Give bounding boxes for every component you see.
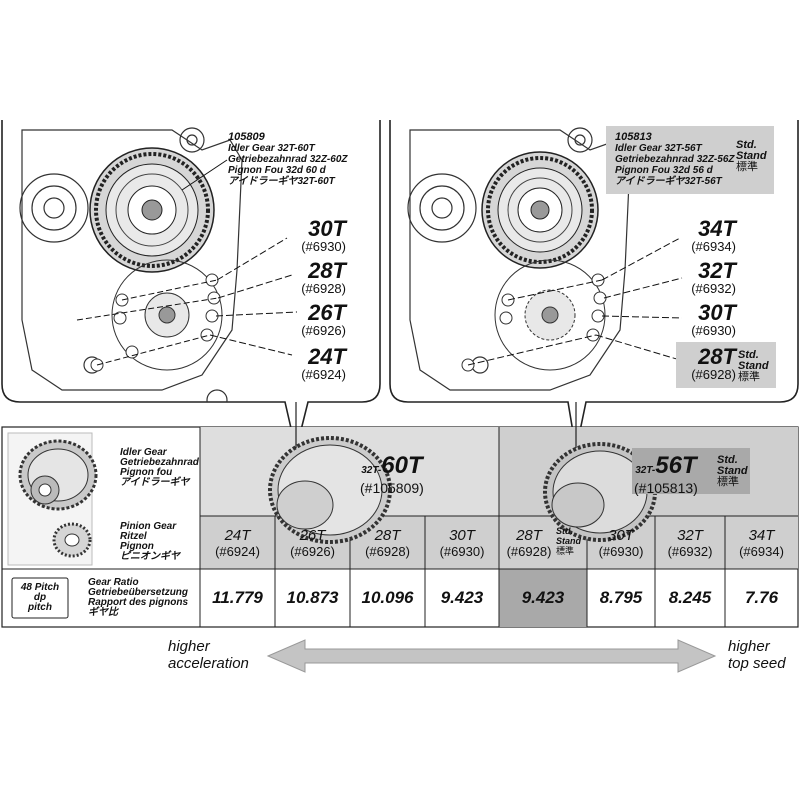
right-pinion-label-1: 34T(#6934)	[691, 216, 736, 254]
ratio-cell-5: 9.423	[521, 588, 565, 607]
idler-56t-header: 32T-56T (#105813)	[634, 452, 698, 496]
ratio-cell-4: 9.423	[440, 588, 484, 607]
ratio-cell-6: 8.795	[599, 588, 643, 607]
ratio-cell-1: 11.779	[212, 588, 263, 607]
ratio-cell-2: 10.873	[286, 588, 339, 607]
left-pinion-label-1: 30T(#6930)	[301, 216, 346, 254]
pinion-col-8: 34T(#6934)	[739, 526, 784, 559]
pinion-col-2: 26T(#6926)	[290, 526, 335, 559]
left-idler-note: 105809 Idler Gear 32T-60T Getriebezahnra…	[228, 131, 348, 188]
gear-illustration	[7, 432, 98, 566]
pinion-col-6: 30T(#6930)	[598, 526, 644, 559]
left-pinion-label-3: 26T(#6926)	[301, 300, 346, 338]
pinion-col-5: 28T(#6928)	[506, 526, 552, 559]
idler-gear-60t	[89, 147, 215, 273]
left-pinion-label-2: 28T(#6928)	[301, 258, 346, 296]
ratio-cell-7: 8.245	[668, 588, 712, 607]
right-pinion-label-4: 28T(#6928)	[691, 344, 736, 382]
gear-56t-image	[543, 442, 657, 542]
idler-56t-std-box	[632, 448, 750, 494]
right-pinion-label-2: 32T(#6932)	[691, 258, 736, 296]
right-pinion-label-3: 30T(#6930)	[691, 300, 736, 338]
pinion-col-4: 30T(#6930)	[439, 526, 485, 559]
pinion-col-1: 24T(#6924)	[215, 526, 260, 559]
left-pinion-label-4: 24T(#6924)	[301, 344, 346, 382]
left-gearbox-drawing	[19, 127, 298, 402]
ratio-cell-8: 7.76	[744, 588, 779, 607]
right-gearbox-drawing	[407, 127, 683, 391]
idler-gear-56t	[481, 151, 599, 269]
ratio-cell-3: 10.096	[361, 588, 414, 607]
pinion-col-3: 28T(#6928)	[365, 526, 410, 559]
idler-60t-header: 32T-60T (#105809)	[360, 452, 424, 496]
right-idler-note: 105813 Idler Gear 32T-56T Getriebezahnra…	[615, 131, 735, 188]
pinion-col-7: 32T(#6932)	[667, 526, 713, 559]
right-idler-note-box	[606, 126, 774, 194]
right-pinion-std-box	[676, 342, 776, 388]
gear-60t-image	[268, 436, 392, 544]
